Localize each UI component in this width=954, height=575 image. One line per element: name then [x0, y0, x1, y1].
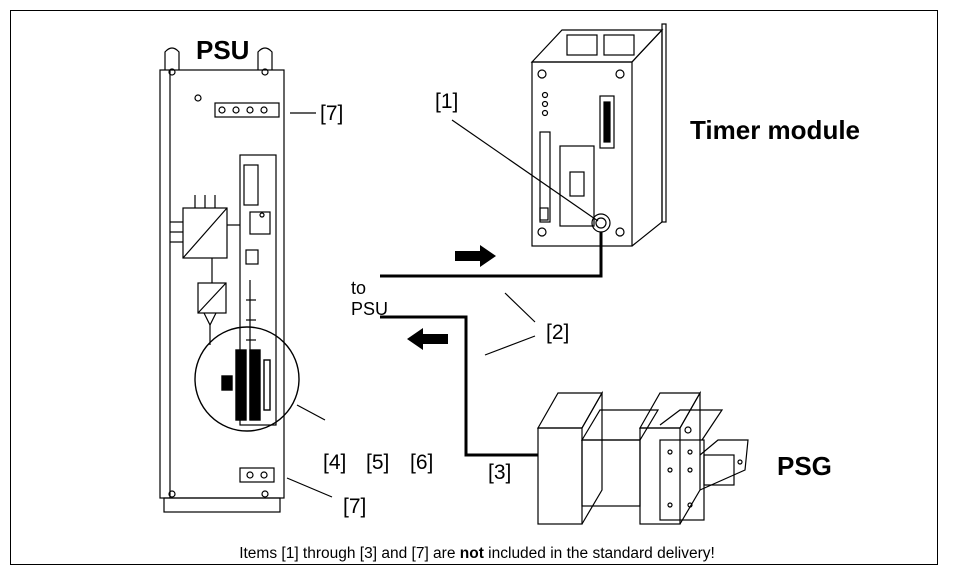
- ref-label-3: [3]: [488, 462, 511, 483]
- psu-connector-detail: [195, 327, 299, 431]
- direction-arrows: [407, 245, 496, 350]
- delivery-note-before: Items [1] through [3] and [7] are: [239, 545, 460, 562]
- ref-label-4: [4]: [323, 452, 346, 473]
- arrow-right-icon: [455, 245, 496, 267]
- psu-unit-drawing: [160, 48, 284, 512]
- ref-label-5: [5]: [366, 452, 389, 473]
- psg-drawing: [538, 393, 748, 524]
- ref-label-6: [6]: [410, 452, 433, 473]
- delivery-note: Items [1] through [3] and [7] are not in…: [0, 545, 954, 563]
- ref-label-1: [1]: [435, 91, 458, 112]
- arrow-left-icon: [407, 328, 448, 350]
- leader-lines: [287, 113, 598, 497]
- ref-label-7-top: [7]: [320, 103, 343, 124]
- psg-heading: PSG: [777, 453, 832, 479]
- delivery-note-emphasis: not: [460, 545, 484, 562]
- to-psu-line1: to: [351, 278, 366, 299]
- delivery-note-after: included in the standard delivery!: [484, 545, 715, 562]
- ref-label-7-bottom: [7]: [343, 496, 366, 517]
- ref-label-2: [2]: [546, 322, 569, 343]
- timer-module-heading: Timer module: [690, 117, 860, 143]
- psu-heading: PSU: [196, 37, 249, 63]
- timer-module-drawing: [532, 24, 666, 246]
- to-psu-line2: PSU: [351, 299, 388, 320]
